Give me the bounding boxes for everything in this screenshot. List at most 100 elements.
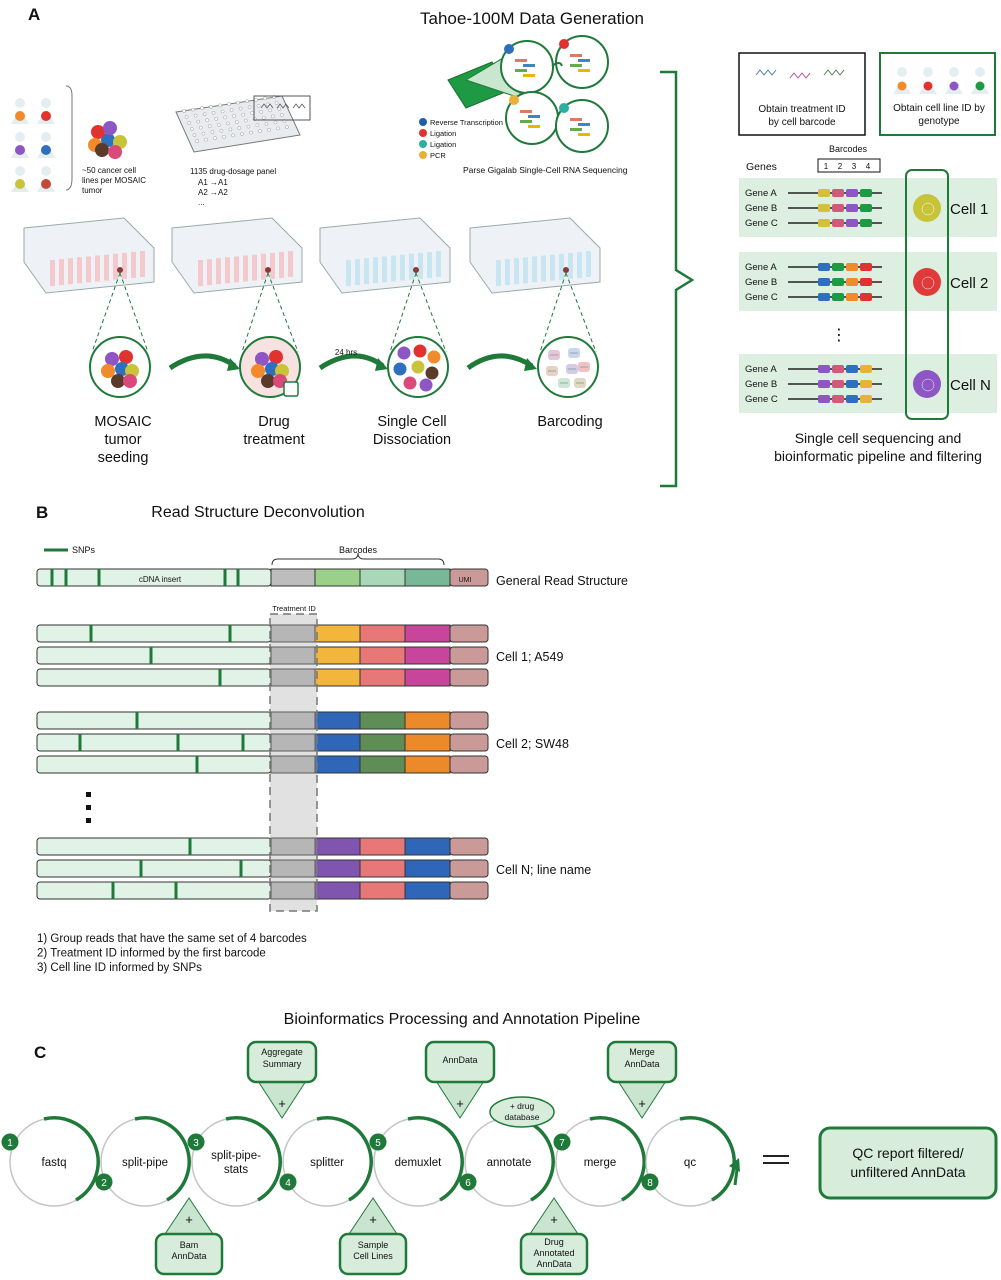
barcode-segment <box>404 624 451 643</box>
umi-segment <box>449 733 489 752</box>
plate-well <box>276 126 280 131</box>
panel-letter-a: A <box>28 5 40 24</box>
plate-well <box>198 125 203 130</box>
gene-barcode <box>860 219 872 227</box>
barcode-segment <box>359 646 406 665</box>
parse-molecule <box>520 110 532 113</box>
gene-barcode <box>818 365 830 373</box>
plus-sign: + <box>185 1212 193 1227</box>
treatment-barcode <box>270 568 316 587</box>
pipeline-node-label: demuxlet <box>395 1157 442 1169</box>
gene-barcode <box>846 365 858 373</box>
gene-barcode <box>846 189 858 197</box>
barcode-segment <box>314 646 361 665</box>
plate-well <box>209 104 213 109</box>
genotype-dot-icon <box>949 81 959 91</box>
genes-label: Genes <box>746 161 777 173</box>
plate-well <box>255 123 260 128</box>
gene-label: Gene C <box>745 218 778 229</box>
stage-label: seeding <box>98 450 149 466</box>
plate-column <box>550 254 555 281</box>
plate-column <box>496 260 501 286</box>
plate-well <box>225 121 230 126</box>
panel-a-caption: bioinformatic pipeline and filtering <box>774 448 982 464</box>
dissociated-cell-icon <box>393 362 407 376</box>
plate-well <box>227 102 231 106</box>
stage-label: Drug <box>258 414 289 430</box>
plate-well <box>277 107 282 111</box>
stage-label: Barcoding <box>537 414 602 430</box>
person-head-icon <box>15 166 25 176</box>
genotype-dot-icon <box>923 81 933 91</box>
plate-column <box>568 252 573 279</box>
cluster-cell-icon <box>111 374 125 388</box>
parse-molecule <box>570 118 582 121</box>
barcode-segment <box>314 837 361 856</box>
barcode-segment <box>404 733 451 752</box>
umi-segment <box>449 711 489 730</box>
barcode-segment <box>359 568 406 587</box>
parse-molecule <box>578 133 590 136</box>
person-head-icon <box>897 67 907 77</box>
panel-letter-b: B <box>36 503 48 522</box>
tumor-dot-icon <box>15 145 25 155</box>
method-note: 1) Group reads that have the same set of… <box>37 933 307 945</box>
pipeline-node-label: split-pipe- <box>211 1150 261 1162</box>
method-note: 3) Cell line ID informed by SNPs <box>37 962 202 974</box>
gene-label: Gene B <box>745 277 777 288</box>
parse-molecule <box>578 123 590 126</box>
plate-column <box>559 253 564 280</box>
treatment-id-highlight <box>269 613 318 912</box>
plate-well <box>236 100 240 105</box>
molecule-icon <box>789 72 811 79</box>
gene-barcode <box>846 395 858 403</box>
plate-column <box>140 251 145 277</box>
barcode-segment <box>404 711 451 730</box>
person-head-icon <box>41 132 51 142</box>
cluster-cell-icon <box>101 364 115 378</box>
plate-column <box>77 257 82 284</box>
genotype-box-text: Obtain cell line ID by <box>893 103 985 114</box>
gene-label: Gene B <box>745 203 777 214</box>
step-number: 7 <box>559 1138 565 1149</box>
step-number: 5 <box>375 1138 381 1149</box>
pipeline-node-label: stats <box>224 1164 249 1176</box>
step-number-badge <box>1 1133 19 1151</box>
umi-segment <box>449 755 489 774</box>
plate-well <box>247 105 252 110</box>
parse-molecule <box>523 74 535 77</box>
cdna-segment <box>36 881 272 900</box>
tumor-dot-icon <box>15 179 25 189</box>
molecule-icon <box>823 69 845 76</box>
barcode-segment <box>314 755 361 774</box>
umi-segment <box>449 859 489 878</box>
step-number-badge <box>553 1133 571 1151</box>
plate-well <box>250 111 255 116</box>
genotype-box <box>879 52 996 136</box>
gene-barcode <box>832 204 844 212</box>
gene-barcode <box>860 263 872 271</box>
barcode-segment <box>404 837 451 856</box>
output-box-label: Cell Lines <box>353 1251 393 1261</box>
gene-barcode <box>832 263 844 271</box>
step-number-badge <box>187 1133 205 1151</box>
step-number: 2 <box>101 1178 107 1189</box>
cluster-cell-icon <box>255 352 269 366</box>
gene-label: Gene A <box>745 188 777 199</box>
gene-barcode <box>846 380 858 388</box>
barcode-segment <box>314 859 361 878</box>
plate-column <box>355 259 360 286</box>
selected-well <box>413 267 419 273</box>
plate-map-entry: ... <box>198 198 205 207</box>
barcode-segment <box>404 668 451 687</box>
cluster-cell-icon <box>119 350 133 364</box>
gene-label: Gene C <box>745 292 778 303</box>
cdna-label: cDNA insert <box>139 575 182 584</box>
barcode-number: 1 <box>824 162 829 171</box>
cdna-segment <box>36 755 272 774</box>
panel-b-title: Read Structure Deconvolution <box>151 504 364 521</box>
plate-column <box>418 252 423 279</box>
plate-well <box>200 106 204 111</box>
plate-well <box>201 131 206 136</box>
parse-molecule <box>570 64 582 67</box>
